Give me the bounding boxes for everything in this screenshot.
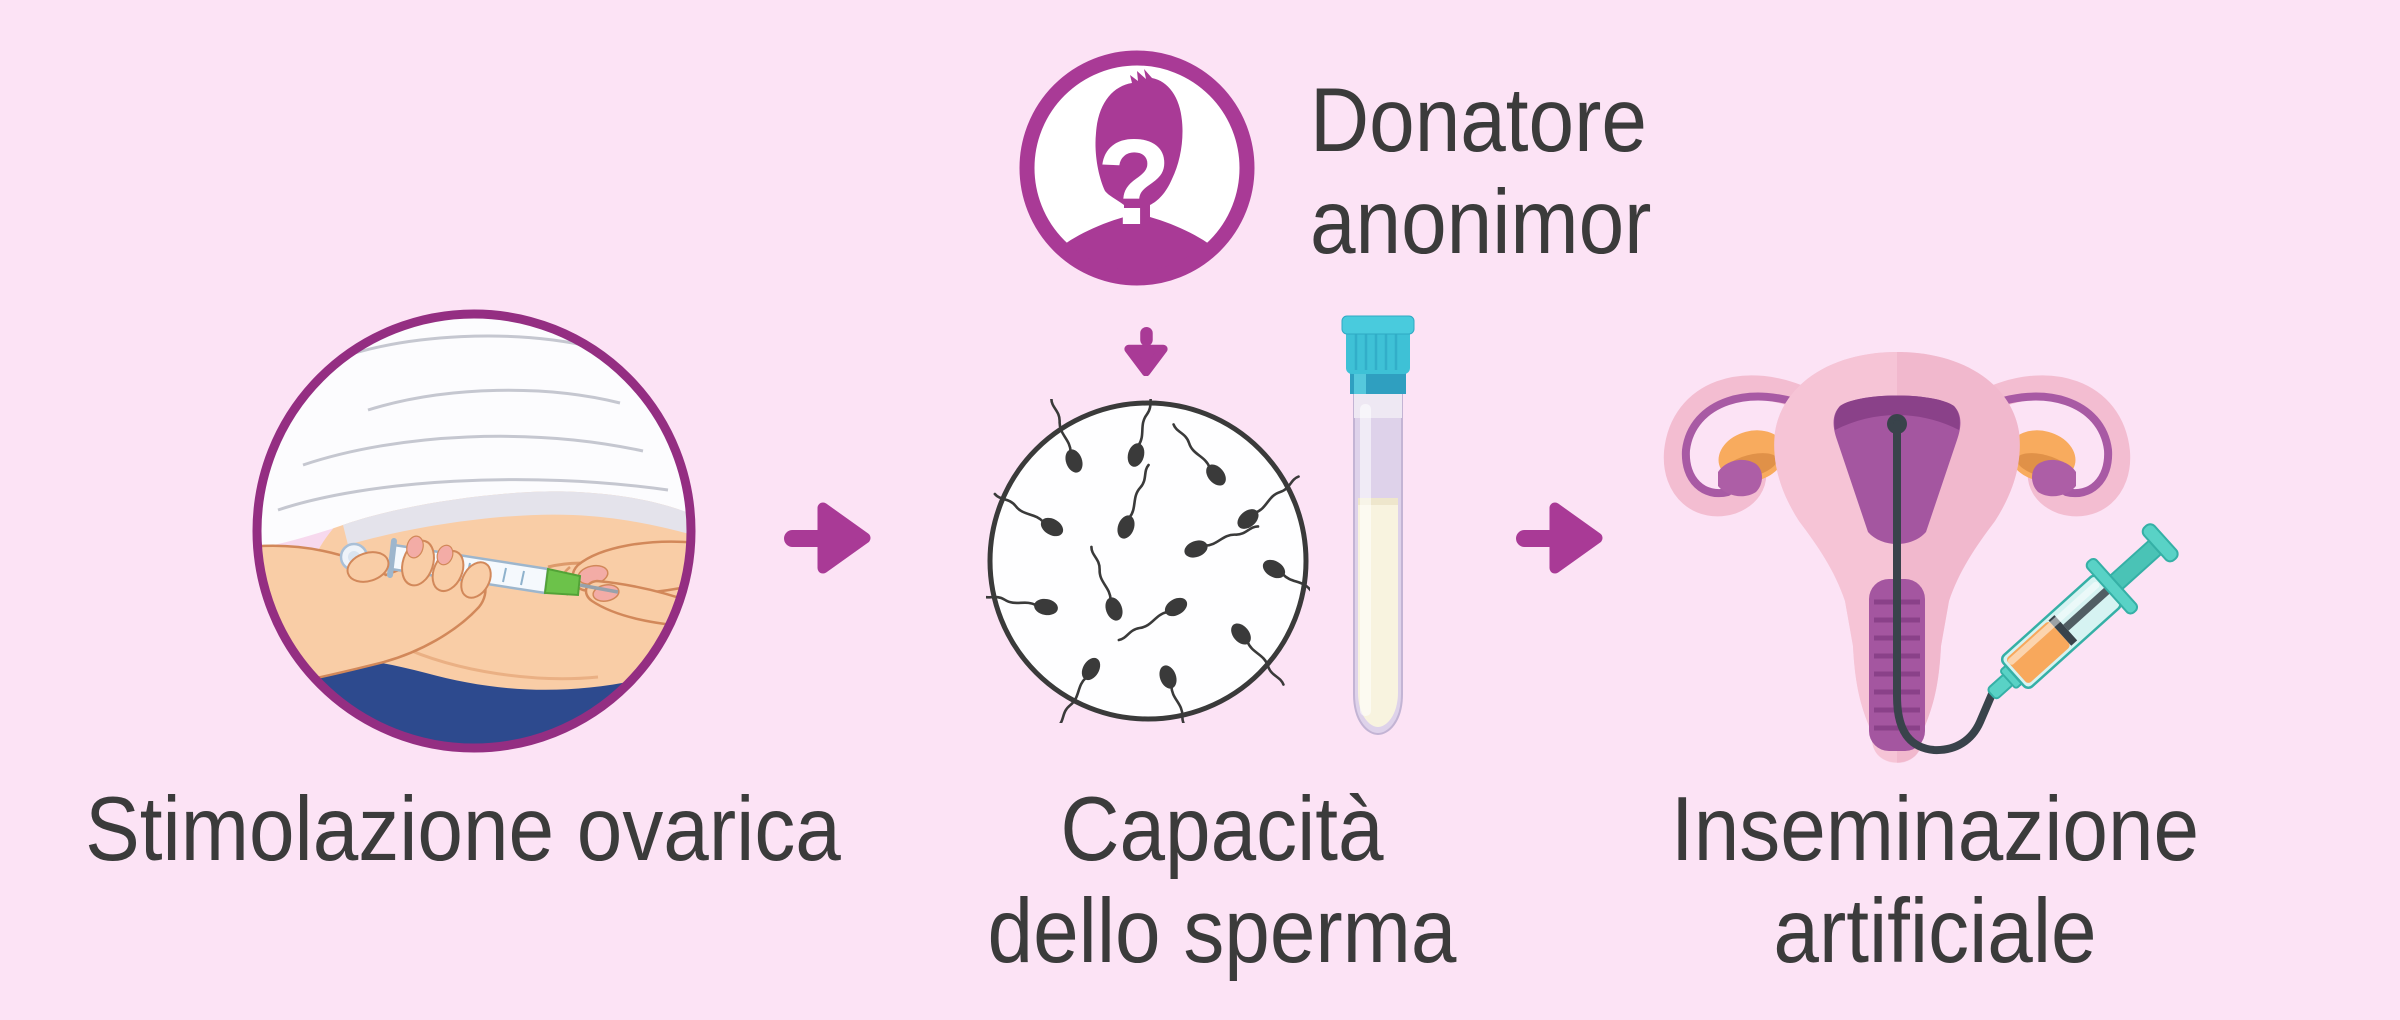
belly-injection-icon (252, 309, 696, 753)
question-mark: ? (1097, 114, 1172, 250)
step3-label: Inseminazione artificiale (1440, 779, 2400, 983)
right-arrow-icon (784, 502, 871, 574)
uterus-insemination-icon (1663, 352, 2179, 763)
step3-label-line2: artificiale (1773, 881, 2097, 982)
step3-label-line1: Inseminazione (1670, 779, 2200, 880)
down-arrow-icon (1124, 326, 1168, 376)
step2-label-line1: Capacità (1060, 779, 1384, 880)
step2-label-line2: dello sperma (987, 881, 1457, 982)
step2-label: Capacità dello sperma (727, 779, 1717, 983)
donor-label-line2: anonimor (1310, 172, 1652, 273)
step1-label-line1: Stimolazione ovarica (85, 779, 841, 880)
step1-label: Stimolazione ovarica (0, 779, 958, 881)
donor-label-line1: Donatore (1310, 70, 1647, 171)
donor-label: Donatore anonimor (1310, 70, 1868, 274)
anonymous-donor-icon: ? (1019, 50, 1255, 286)
test-tube-icon (1341, 315, 1415, 736)
sperm-sample-icon (986, 399, 1310, 723)
right-arrow-icon (1516, 502, 1603, 574)
